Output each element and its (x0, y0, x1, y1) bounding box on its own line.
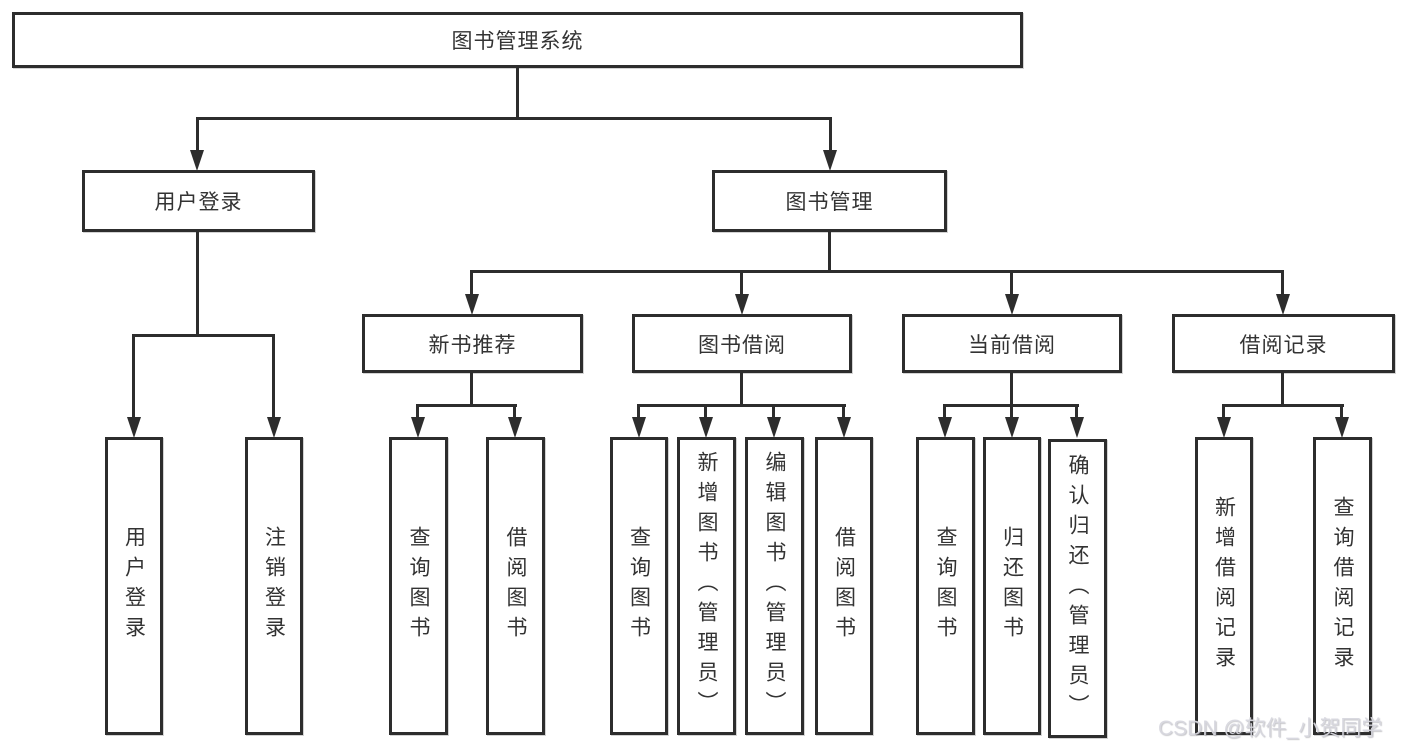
connector-root-bar (196, 117, 832, 120)
leaf-edit-book-admin: 编辑图书（管理员） (745, 437, 804, 735)
node-borrow-records-label: 借阅记录 (1239, 333, 1328, 357)
node-current-borrow: 当前借阅 (902, 314, 1122, 373)
node-book-management-label: 图书管理 (785, 191, 874, 214)
arrow-down-icon (127, 417, 141, 438)
connector-borrow-drop-4 (842, 404, 845, 419)
arrow-down-icon (735, 294, 749, 315)
connector-mgmt-stem (828, 232, 831, 272)
connector-user-drop-2 (272, 334, 275, 419)
arrow-down-icon (508, 417, 522, 438)
leaf-query-borrow-record-label: 查询借阅记录 (1331, 496, 1354, 676)
node-book-borrow: 图书借阅 (632, 314, 852, 373)
arrow-down-icon (823, 150, 837, 171)
node-book-management: 图书管理 (712, 170, 947, 232)
leaf-logout: 注销登录 (245, 437, 303, 735)
connector-records-stem (1281, 373, 1284, 406)
connector-root-stem (516, 68, 519, 118)
connector-root-right-drop (829, 117, 832, 152)
connector-mgmt-drop-3 (1010, 270, 1013, 296)
node-root: 图书管理系统 (12, 12, 1023, 68)
leaf-query-books-recommend-label: 查询图书 (407, 526, 430, 646)
connector-root-left-drop (196, 117, 199, 152)
leaf-query-books-current-label: 查询图书 (934, 526, 957, 646)
connector-current-drop-1 (943, 404, 946, 419)
arrow-down-icon (1070, 417, 1084, 438)
node-borrow-records: 借阅记录 (1172, 314, 1395, 373)
arrow-down-icon (767, 417, 781, 438)
leaf-confirm-return-admin: 确认归还（管理员） (1048, 439, 1107, 738)
connector-newbooks-drop-1 (416, 404, 419, 419)
leaf-add-borrow-record: 新增借阅记录 (1195, 437, 1253, 735)
leaf-query-borrow-record: 查询借阅记录 (1313, 437, 1372, 735)
arrow-down-icon (632, 417, 646, 438)
leaf-confirm-return-admin-label: 确认归还（管理员） (1066, 453, 1089, 724)
connector-user-stem (196, 232, 199, 336)
connector-user-bar (132, 334, 275, 337)
node-current-borrow-label: 当前借阅 (968, 333, 1056, 357)
connector-newbooks-drop-2 (513, 404, 516, 419)
connector-current-drop-3 (1075, 404, 1078, 419)
connector-records-drop-2 (1340, 404, 1343, 419)
leaf-query-books-current: 查询图书 (916, 437, 975, 735)
leaf-borrow-books-recommend-label: 借阅图书 (504, 526, 527, 646)
leaf-borrow-books-label: 借阅图书 (832, 526, 856, 646)
node-user-login-label: 用户登录 (154, 191, 243, 214)
arrow-down-icon (267, 417, 281, 438)
connector-newbooks-stem (470, 373, 473, 406)
connector-records-bar (1222, 404, 1344, 407)
arrow-down-icon (465, 294, 479, 315)
watermark: CSDN @软件_小贺同学 (1158, 717, 1383, 740)
connector-records-drop-1 (1222, 404, 1225, 419)
leaf-user-login-label: 用户登录 (122, 526, 146, 646)
node-root-label: 图书管理系统 (451, 30, 584, 53)
connector-borrow-drop-3 (772, 404, 775, 419)
connector-current-drop-2 (1010, 404, 1013, 419)
arrow-down-icon (1005, 417, 1019, 438)
leaf-borrow-books: 借阅图书 (815, 437, 873, 735)
leaf-edit-book-admin-label: 编辑图书（管理员） (763, 451, 786, 721)
arrow-down-icon (938, 417, 952, 438)
leaf-logout-label: 注销登录 (262, 526, 286, 646)
leaf-borrow-books-recommend: 借阅图书 (486, 437, 545, 735)
connector-mgmt-drop-2 (740, 270, 743, 296)
arrow-down-icon (837, 417, 851, 438)
leaf-query-books-borrow: 查询图书 (610, 437, 668, 735)
arrow-down-icon (1005, 294, 1019, 315)
connector-borrow-stem (740, 373, 743, 406)
connector-mgmt-drop-1 (470, 270, 473, 296)
connector-borrow-drop-1 (637, 404, 640, 419)
node-book-borrow-label: 图书借阅 (698, 333, 786, 357)
leaf-add-book-admin: 新增图书（管理员） (677, 437, 736, 735)
connector-mgmt-drop-4 (1281, 270, 1284, 296)
leaf-return-books-label: 归还图书 (1000, 526, 1024, 646)
leaf-return-books: 归还图书 (983, 437, 1041, 735)
node-user-login: 用户登录 (82, 170, 315, 232)
arrow-down-icon (1276, 294, 1290, 315)
connector-borrow-bar (637, 404, 846, 407)
node-new-book-recommend: 新书推荐 (362, 314, 583, 373)
leaf-user-login: 用户登录 (105, 437, 163, 735)
connector-mgmt-bar (470, 270, 1284, 273)
connector-user-drop-1 (132, 334, 135, 419)
leaf-add-book-admin-label: 新增图书（管理员） (695, 451, 718, 721)
connector-newbooks-bar (416, 404, 517, 407)
leaf-query-books-borrow-label: 查询图书 (627, 526, 651, 646)
connector-borrow-drop-2 (704, 404, 707, 419)
arrow-down-icon (1335, 417, 1349, 438)
arrow-down-icon (1217, 417, 1231, 438)
leaf-query-books-recommend: 查询图书 (389, 437, 448, 735)
node-new-book-recommend-label: 新书推荐 (428, 333, 517, 357)
leaf-add-borrow-record-label: 新增借阅记录 (1212, 496, 1236, 676)
arrow-down-icon (699, 417, 713, 438)
arrow-down-icon (190, 150, 204, 171)
arrow-down-icon (411, 417, 425, 438)
connector-current-stem (1010, 373, 1013, 406)
